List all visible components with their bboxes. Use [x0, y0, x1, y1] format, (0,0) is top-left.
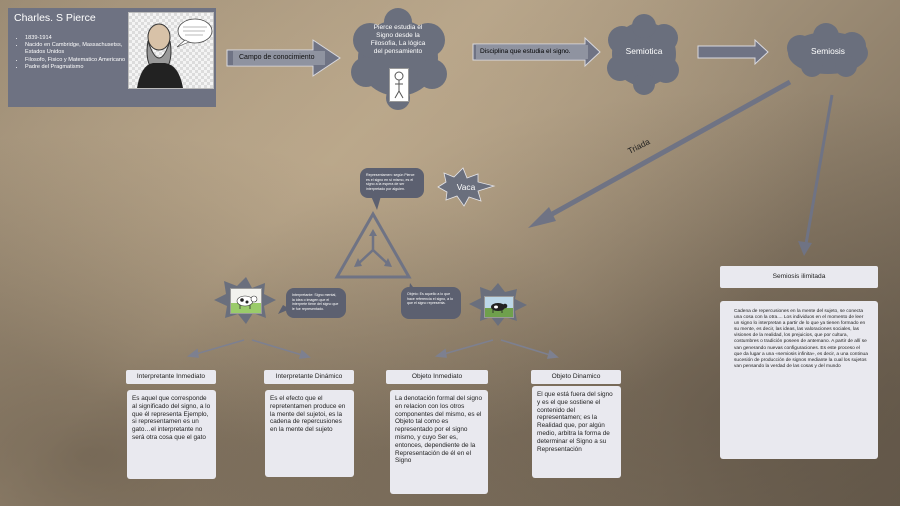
cloud-pierce [351, 8, 447, 110]
head-objeto-dinamico: Objeto Dinamico [531, 370, 621, 384]
triad-inner-y [357, 232, 389, 265]
campo-label: Campo de conocimiento [233, 51, 325, 65]
body-interpretante-dinamico: Es el efecto que el repretentamen produc… [265, 390, 354, 477]
semiosis-text: Semiosis [811, 46, 845, 56]
bubble-objeto: Objeto: Es aquello a lo que hace referen… [401, 287, 461, 319]
head-interpretante-inmediato: Interpretante Inmediato [126, 370, 216, 384]
arrow-semiosis-down-head [798, 241, 812, 256]
cow-photo-image [484, 296, 514, 318]
vaca-label: Vaca [456, 182, 476, 192]
semiotica-text: Semiotica [625, 46, 663, 56]
split-arrows [186, 339, 559, 359]
body-semiosis-ilimitada: Cadena de repercusiones en la mente del … [720, 301, 878, 459]
arrow-triada-head [528, 207, 556, 228]
cloud-semiotica [607, 14, 679, 95]
arrow-semiotica-semiosis [697, 38, 769, 66]
arrow-triada [543, 79, 792, 221]
thinking-figure-icon [389, 68, 409, 102]
fact-item: Nacido en Cambridge, Massachusetss, Esta… [25, 42, 143, 56]
head-semiosis-ilimitada: Semiosis ilimitada [720, 266, 878, 288]
star-vaca [437, 167, 496, 207]
bubble-representamen: Representamen: según Pierce es el signo … [360, 168, 424, 198]
body-objeto-inmediato: La denotación formal del signo en relaci… [390, 390, 488, 494]
triad-triangle [334, 210, 412, 279]
cloud-semiosis [787, 23, 868, 77]
cloud-pierce-text: Pierce estudia el Signo desde la Filosof… [370, 24, 426, 55]
head-interpretante-dinamico: Interpretante Dinámico [264, 370, 354, 384]
cow-cartoon-image [230, 288, 262, 314]
bubble-interpretante: Interpretante: Signo mental, la idea o i… [286, 288, 346, 318]
arrow-semiosis-down [804, 94, 834, 245]
card-facts: 1839-1914 Nacido en Cambridge, Massachus… [12, 35, 143, 71]
body-objeto-dinamico: El que está fuera del signo y es el que … [532, 386, 621, 478]
fact-item: Filosofo, Fisico y Matematico Americano [25, 57, 143, 64]
body-interpretante-inmediato: Es aquel que corresponde al significado … [127, 390, 216, 479]
card-title: Charles. S Pierce [14, 12, 96, 24]
pierce-portrait [128, 12, 214, 89]
fact-item: Padre del Pragmatismo [25, 64, 143, 71]
portrait-image [137, 18, 213, 88]
fact-item: 1839-1914 [25, 35, 143, 42]
disciplina-label: Disciplina que estudia el signo. [476, 45, 588, 59]
head-objeto-inmediato: Objeto Inmediato [386, 370, 488, 384]
